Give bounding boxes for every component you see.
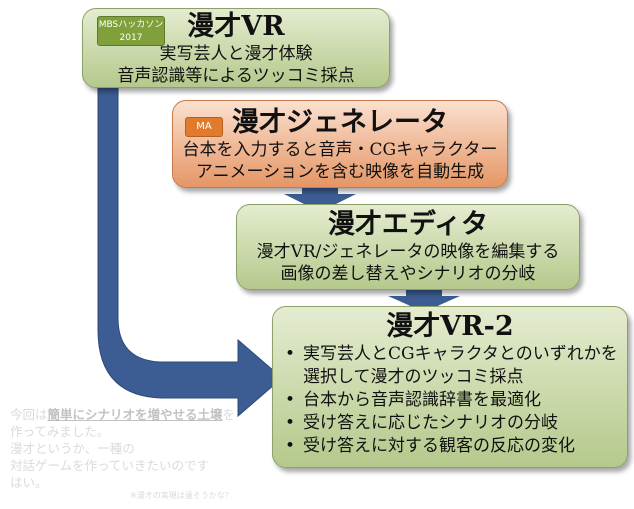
manzai-editor-line-1: 漫才VR/ジェネレータの映像を編集する [256, 242, 560, 262]
manzai-vr-box: MBSハッカソン2017 漫才VR 実写芸人と漫才体験 音声認識等によるツッコミ… [82, 8, 390, 88]
manzai-vr2-title: 漫才VR-2 [386, 311, 514, 342]
manzai-vr-title: 漫才VR [187, 11, 285, 42]
flow-arrow-3-4 [388, 288, 460, 312]
bullet-item-continued: 選択して漫才のツッコミ採点 [303, 367, 524, 387]
faded-text-line: 対話ゲームを作っていきたいのです [10, 458, 210, 473]
bullet-item: 受け答えに対する観客の反応の変化 [273, 435, 627, 458]
faded-text-post: を [222, 407, 236, 422]
bullet-item: 台本から音声認識辞書を最適化 [273, 389, 627, 412]
faded-text-pre: 今回は [10, 407, 48, 422]
manzai-generator-title: 漫才ジェネレータ [232, 107, 448, 138]
faded-text-emphasis: 簡単にシナリオを増やせる土壌 [47, 407, 223, 422]
ma-badge: MA [185, 117, 223, 137]
manzai-editor-line-2: 画像の差し替えやシナリオの分岐 [280, 264, 536, 284]
manzai-editor-title: 漫才エディタ [327, 209, 489, 240]
faded-note: ※漫才の実現は遠そうかな？ [130, 491, 233, 500]
hackathon-badge: MBSハッカソン2017 [97, 16, 165, 46]
manzai-generator-line-2: アニメーションを含む映像を自動生成 [195, 162, 485, 182]
manzai-editor-box: 漫才エディタ 漫才VR/ジェネレータの映像を編集する 画像の差し替えやシナリオの… [236, 204, 580, 290]
manzai-generator-box: MA 漫才ジェネレータ 台本を入力すると音声・CGキャラクター アニメーションを… [172, 100, 508, 188]
faded-text-line: 作ってみました。 [10, 424, 110, 439]
manzai-vr-line-2: 音声認識等によるツッコミ採点 [117, 66, 355, 86]
bullet-item: 実写芸人とCGキャラクタとのいずれかを [273, 343, 627, 366]
manzai-vr2-bullet-list: 実写芸人とCGキャラクタとのいずれかを 選択して漫才のツッコミ採点 台本から音声… [273, 343, 627, 458]
manzai-vr-line-1: 実写芸人と漫才体験 [159, 44, 313, 64]
faded-comment: 今回は簡単にシナリオを増やせる土壌を 作ってみました。 漫才というか、一種の 対… [10, 406, 265, 491]
bullet-item: 受け答えに応じたシナリオの分岐 [273, 412, 627, 435]
manzai-generator-line-1: 台本を入力すると音声・CGキャラクター [182, 140, 498, 160]
faded-text-line: はい。 [10, 475, 48, 490]
manzai-vr2-box: 漫才VR-2 実写芸人とCGキャラクタとのいずれかを 選択して漫才のツッコミ採点… [272, 306, 628, 468]
faded-text-line: 漫才というか、一種の [10, 441, 135, 456]
flow-arrow-2-3 [284, 186, 356, 212]
